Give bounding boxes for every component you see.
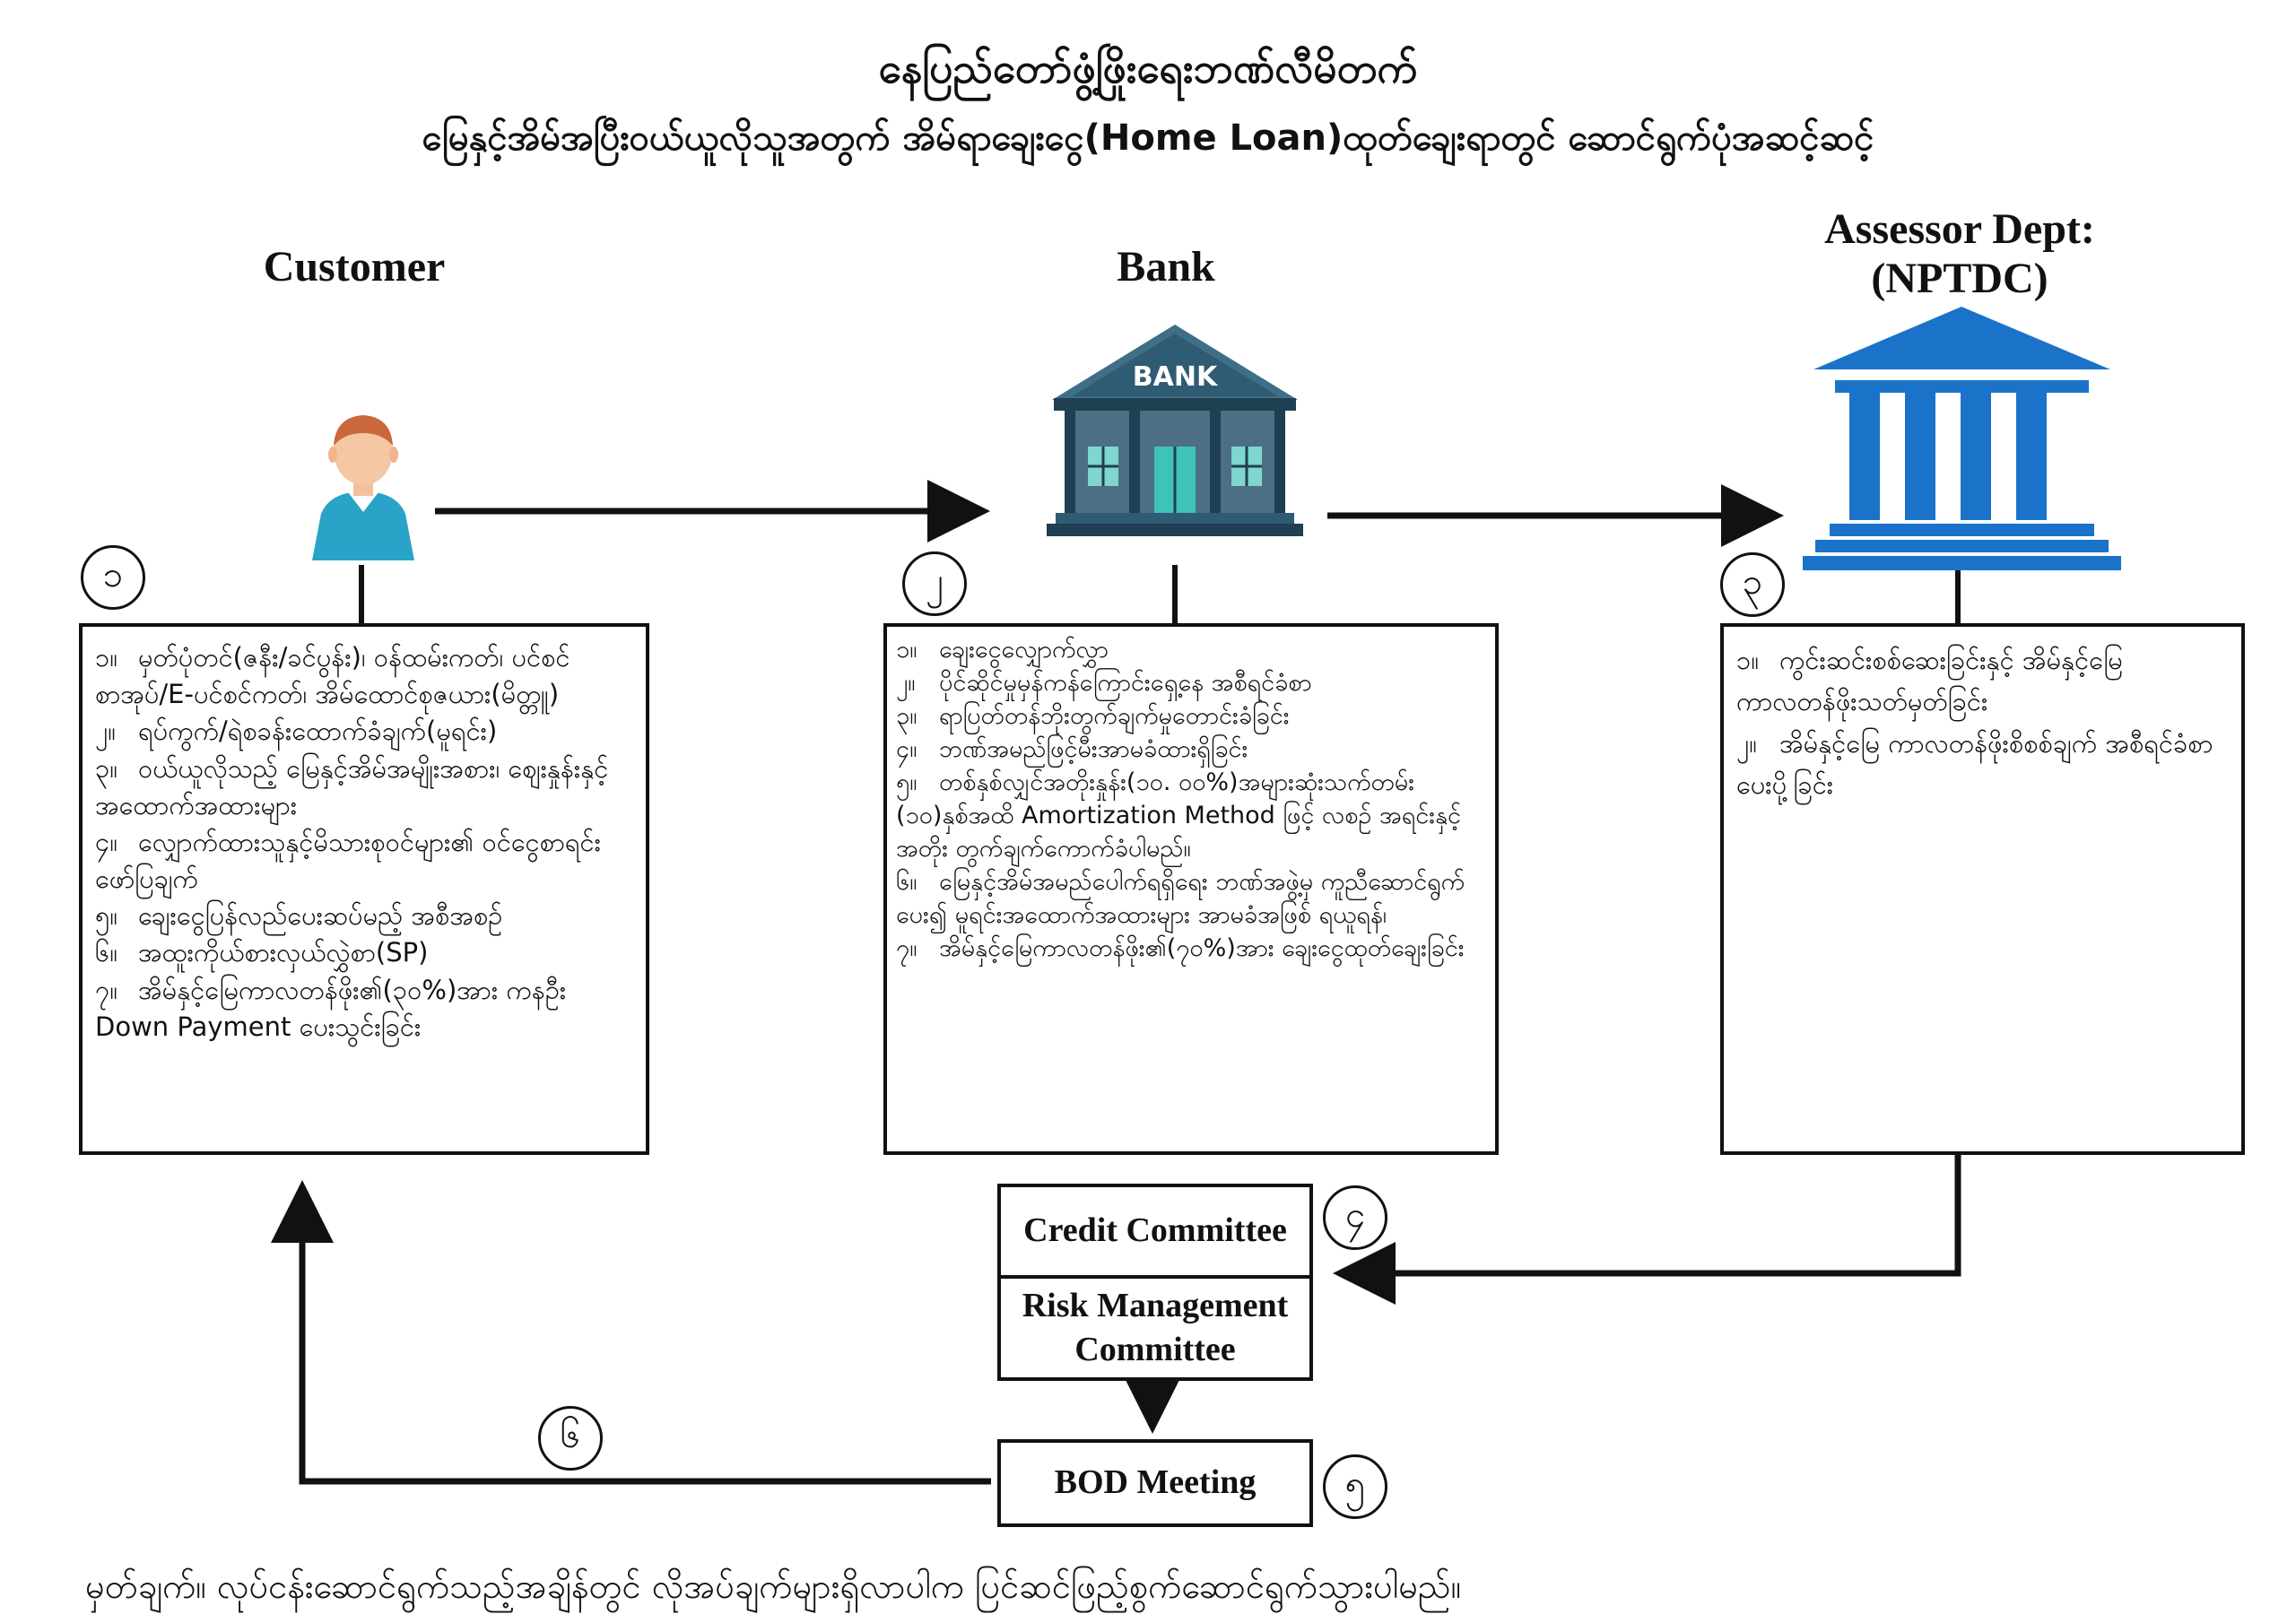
assessor-process-list: ၁။ကွင်းဆင်းစစ်ဆေးခြင်းနှင့် အိမ်နှင့်မြေ… xyxy=(1736,639,2229,806)
customer-requirements-box: ၁။မှတ်ပုံတင်(ဇနီး/ခင်ပွန်း)၊ ဝန်ထမ်းကတ်၊… xyxy=(79,623,649,1155)
bank-process-box: ၁။ချေးငွေလျှောက်လွှာ ၂။ပိုင်ဆိုင်မှုမှန်… xyxy=(883,623,1499,1155)
list-item: ၇။အိမ်နှင့်မြေကာလတန်ဖိုး၏(၃၀%)အား ကနဦး D… xyxy=(95,974,567,1042)
bank-process-list: ၁။ချေးငွေလျှောက်လွှာ ၂။ပိုင်ဆိုင်မှုမှန်… xyxy=(896,634,1486,966)
bank-sign-text: BANK xyxy=(1133,361,1219,393)
list-item: ၆။အထူးကိုယ်စားလှယ်လွှဲစာ(SP) xyxy=(95,937,429,968)
heading-assessor: Assessor Dept: (NPTDC) xyxy=(1749,204,2170,303)
heading-customer: Customer xyxy=(263,243,446,291)
footnote: မှတ်ချက်။ လုပ်ငန်းဆောင်ရွက်သည့်အချိန်တွင… xyxy=(85,1567,1462,1606)
heading-assessor-line1: Assessor Dept: xyxy=(1824,205,2095,253)
step-2-badge: ၂ xyxy=(902,551,967,616)
bod-meeting-box: BOD Meeting xyxy=(997,1439,1313,1527)
arrow-bod-to-customer xyxy=(271,1180,991,1485)
customer-person-icon xyxy=(312,415,414,560)
list-item: ၃။ဝယ်ယူလိုသည့် မြေနှင့်အိမ်အမျိုးအစား၊ ဈ… xyxy=(95,752,609,820)
list-item: ၄။လျှောက်ထားသူနှင့်မိသားစုဝင်များ၏ ဝင်ငွ… xyxy=(95,826,601,895)
list-item: ၂။ပိုင်ဆိုင်မှုမှန်ကန်ကြောင်းရှေ့နေ အစီရ… xyxy=(896,668,1312,697)
list-item: ၁။မှတ်ပုံတင်(ဇနီး/ခင်ပွန်း)၊ ဝန်ထမ်းကတ်၊… xyxy=(95,642,570,710)
customer-requirements-list: ၁။မှတ်ပုံတင်(ဇနီး/ခင်ပွန်း)၊ ဝန်ထမ်းကတ်၊… xyxy=(95,639,635,1046)
list-item: ၇။အိမ်နှင့်မြေကာလတန်ဖိုး၏(၇၀%)အား ချေးငွ… xyxy=(896,933,1465,962)
credit-committee-box: Credit Committee xyxy=(997,1184,1313,1279)
step-1-badge: ၁ xyxy=(81,545,145,610)
step-4-badge: ၄ xyxy=(1323,1185,1387,1250)
list-item: ၃။ရာပြတ်တန်ဘိုးတွက်ချက်မှုတောင်းခံခြင်း xyxy=(896,701,1290,730)
list-item: ၆။မြေနှင့်အိမ်အမည်ပေါက်ရရှိရေး ဘဏ်အဖွဲ့မ… xyxy=(896,867,1465,929)
arrow-assessor-to-credit xyxy=(1333,1152,1961,1305)
bank-building-icon: BANK xyxy=(1047,325,1303,536)
list-item: ၁။ချေးငွေလျှောက်လွှာ xyxy=(896,636,1109,664)
step-6-badge: ၆ xyxy=(538,1406,603,1471)
risk-management-committee-box: Risk Management Committee xyxy=(997,1275,1313,1381)
assessor-process-box: ၁။ကွင်းဆင်းစစ်ဆေးခြင်းနှင့် အိမ်နှင့်မြေ… xyxy=(1720,623,2245,1155)
heading-assessor-line2: (NPTDC) xyxy=(1871,255,2048,303)
heading-bank: Bank xyxy=(1117,243,1215,291)
government-building-icon xyxy=(1803,307,2121,570)
list-item: ၂။အိမ်နှင့်မြေ ကာလတန်ဖိုးစိစစ်ချက် အစီရင… xyxy=(1736,727,2213,801)
list-item: ၅။တစ်နှစ်လျှင်အတိုးနှုန်း(၁၀. ၀၀%)အများဆ… xyxy=(896,768,1462,863)
list-item: ၂။ရပ်ကွက်/ရဲစခန်းထောက်ခံချက်(မူရင်း) xyxy=(95,716,498,747)
list-item: ၄။ဘဏ်အမည်ဖြင့်မီးအာမခံထားရှိခြင်း xyxy=(896,734,1248,763)
page-subtitle: မြေနှင့်အိမ်အပြီးဝယ်ယူလိုသူအတွက် အိမ်ရာခ… xyxy=(422,117,1874,159)
list-item: ၁။ကွင်းဆင်းစစ်ဆေးခြင်းနှင့် အိမ်နှင့်မြေ… xyxy=(1736,645,2123,717)
step-5-badge: ၅ xyxy=(1323,1454,1387,1519)
step-3-badge: ၃ xyxy=(1720,552,1785,617)
list-item: ၅။ချေးငွေပြန်လည်ပေးဆပ်မည့် အစီအစဉ် xyxy=(95,900,503,932)
page-title: နေပြည်တော်ဖွံ့ဖြိုးရေးဘဏ်လီမိတက် xyxy=(878,44,1418,92)
